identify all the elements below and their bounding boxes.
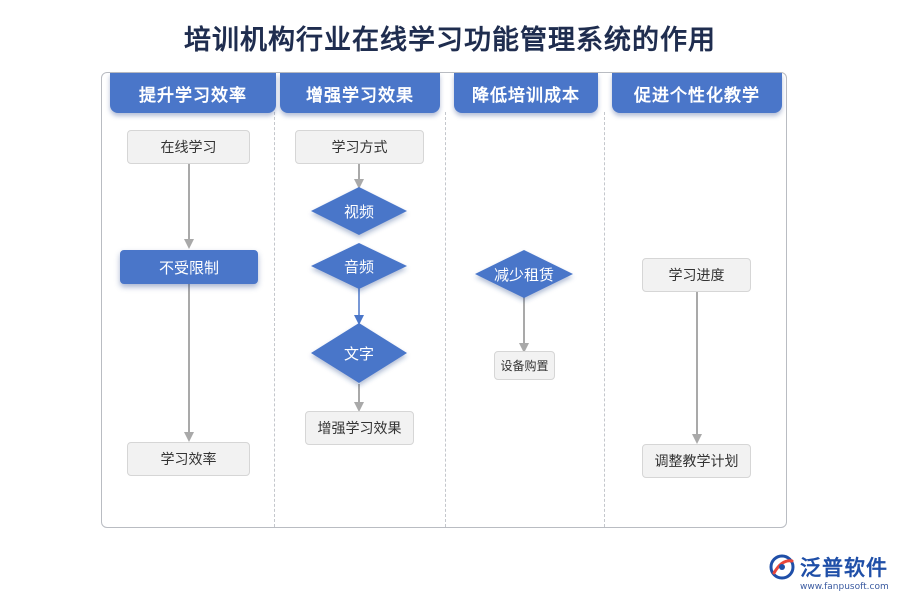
lane-divider [604, 112, 605, 527]
node-equipment-purchase: 设备购置 [494, 351, 555, 380]
diagram-frame [101, 72, 787, 528]
node-unlimited: 不受限制 [120, 250, 258, 284]
label-video: 视频 [343, 202, 374, 221]
page-title: 培训机构行业在线学习功能管理系统的作用 [184, 25, 716, 56]
diamond-video [311, 187, 407, 235]
label-audio: 音频 [343, 257, 374, 276]
logo-url: www.fanpusoft.com [800, 582, 889, 592]
brand-logo: 泛普软件 [768, 552, 888, 582]
lane-divider [445, 112, 446, 527]
node-learning-progress: 学习进度 [642, 258, 751, 292]
label-reduce-rent: 减少租赁 [493, 265, 554, 284]
label-text: 文字 [343, 344, 374, 363]
node-learning-efficiency: 学习效率 [127, 442, 250, 476]
node-online-learning: 在线学习 [127, 130, 250, 164]
diamond-text [311, 323, 407, 383]
lane-header-personalized: 促进个性化教学 [612, 73, 782, 113]
lane-header-efficiency: 提升学习效率 [110, 73, 276, 113]
lane-divider [274, 112, 275, 527]
diamond-reduce-rent [475, 250, 573, 298]
lane-header-effect: 增强学习效果 [280, 73, 440, 113]
fanpu-logo-icon [769, 554, 795, 580]
diamond-audio [311, 243, 407, 289]
node-adjust-plan: 调整教学计划 [642, 444, 751, 478]
node-enhance-effect: 增强学习效果 [305, 411, 414, 445]
lane-header-cost: 降低培训成本 [454, 73, 598, 113]
logo-name: 泛普软件 [800, 556, 888, 580]
node-learning-method: 学习方式 [295, 130, 424, 164]
